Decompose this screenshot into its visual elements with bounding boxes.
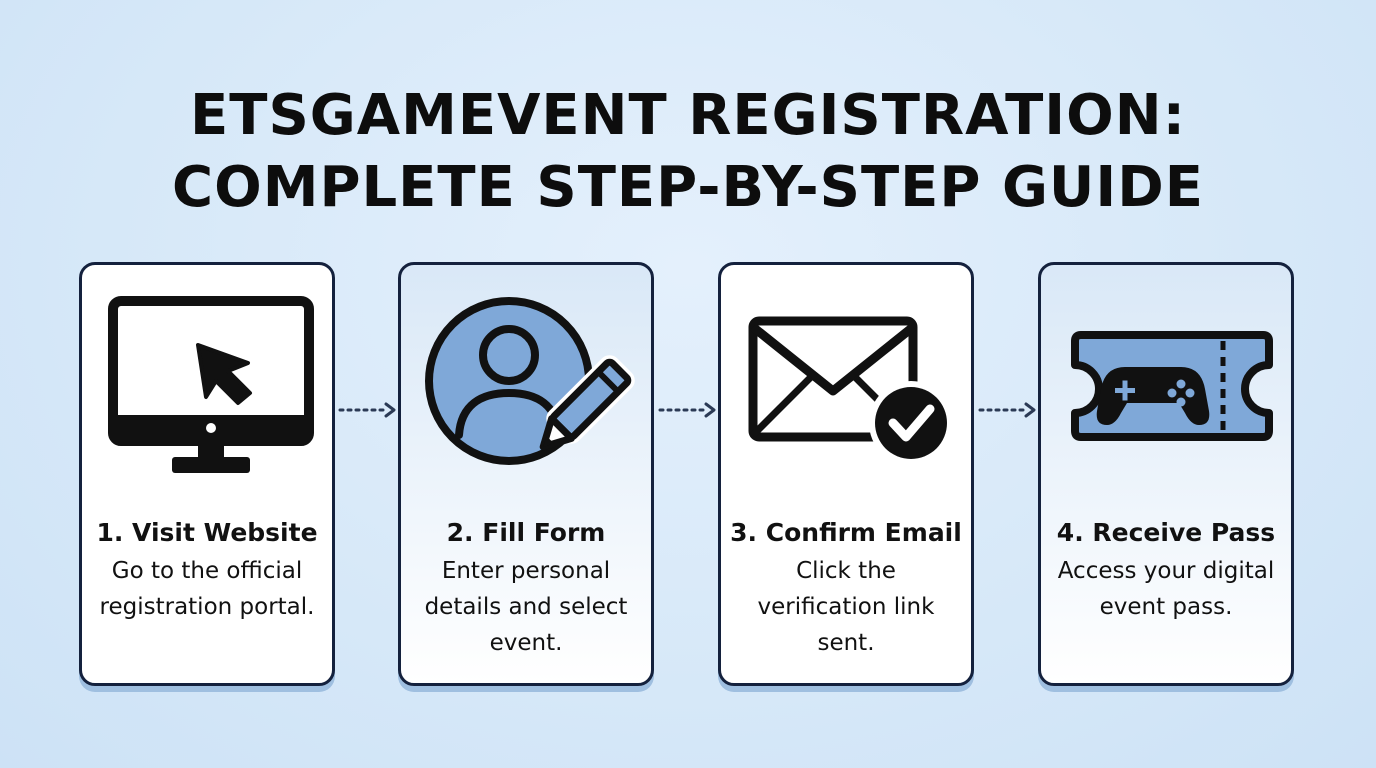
step-description: Go to the official registration portal.: [99, 558, 315, 620]
step-description: Enter personal details and select event.: [424, 558, 628, 656]
step-card-fill-form: 2. Fill Form Enter personal details and …: [398, 262, 654, 686]
step-text: 3. Confirm Email Click the verification …: [721, 517, 971, 661]
step-description: Access your digital event pass.: [1057, 558, 1275, 620]
email-check-icon: [748, 316, 953, 465]
step-card-visit-website: 1. Visit Website Go to the official regi…: [79, 262, 335, 686]
step-card-confirm-email: 3. Confirm Email Click the verification …: [718, 262, 974, 686]
title-line-1: ETSGAMEVENT REGISTRATION:: [190, 83, 1186, 148]
step-text: 4. Receive Pass Access your digital even…: [1041, 517, 1291, 625]
monitor-cursor-icon: [108, 296, 314, 473]
arrow-step-1-to-2: [338, 402, 396, 418]
step-title: 2. Fill Form: [446, 518, 606, 547]
user-edit-icon: [425, 297, 635, 465]
title-line-2: COMPLETE STEP-BY-STEP GUIDE: [172, 155, 1204, 220]
gamepad-ticket-icon: [1071, 331, 1273, 441]
arrow-step-3-to-4: [978, 402, 1036, 418]
step-title: 3. Confirm Email: [730, 518, 962, 547]
step-card-receive-pass: 4. Receive Pass Access your digital even…: [1038, 262, 1294, 686]
step-text: 1. Visit Website Go to the official regi…: [82, 517, 332, 625]
step-title: 4. Receive Pass: [1056, 518, 1276, 547]
arrow-step-2-to-3: [658, 402, 716, 418]
step-description: Click the verification link sent.: [757, 558, 935, 656]
step-title: 1. Visit Website: [96, 518, 318, 547]
step-text: 2. Fill Form Enter personal details and …: [401, 517, 651, 661]
page-title: ETSGAMEVENT REGISTRATION: COMPLETE STEP-…: [0, 80, 1376, 224]
